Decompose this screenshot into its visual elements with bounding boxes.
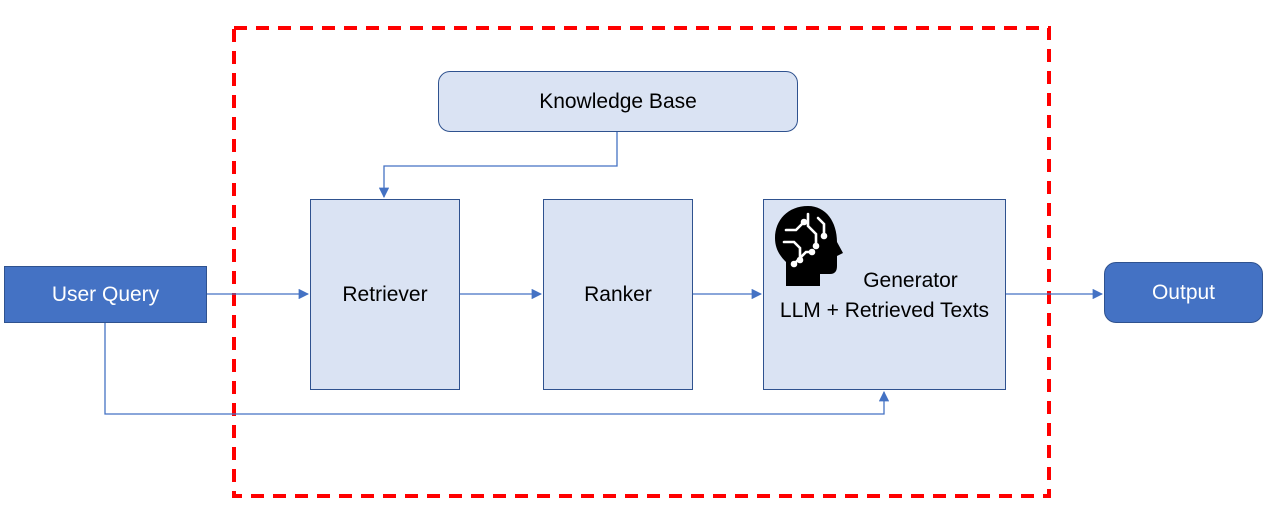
- generator-title: Generator: [863, 269, 958, 292]
- knowledge-base-label: Knowledge Base: [539, 89, 697, 113]
- edge-knowledge-base-to-retriever: [378, 132, 618, 199]
- generator-node[interactable]: Generator LLM + Retrieved Texts: [763, 199, 1006, 390]
- knowledge-base-node[interactable]: Knowledge Base: [438, 71, 798, 132]
- retriever-label: Retriever: [342, 282, 428, 306]
- user-query-label: User Query: [51, 282, 160, 306]
- generator-subtitle: LLM + Retrieved Texts: [779, 299, 990, 322]
- ranker-node[interactable]: Ranker: [543, 199, 693, 390]
- edge-user-query-to-generator: [104, 323, 890, 415]
- brain-head-icon: [775, 206, 843, 286]
- output-label: Output: [1151, 280, 1216, 304]
- ranker-label: Ranker: [584, 282, 652, 306]
- system-boundary: [232, 26, 1051, 498]
- output-node[interactable]: Output: [1104, 262, 1263, 323]
- retriever-node[interactable]: Retriever: [310, 199, 460, 390]
- user-query-node[interactable]: User Query: [4, 266, 207, 323]
